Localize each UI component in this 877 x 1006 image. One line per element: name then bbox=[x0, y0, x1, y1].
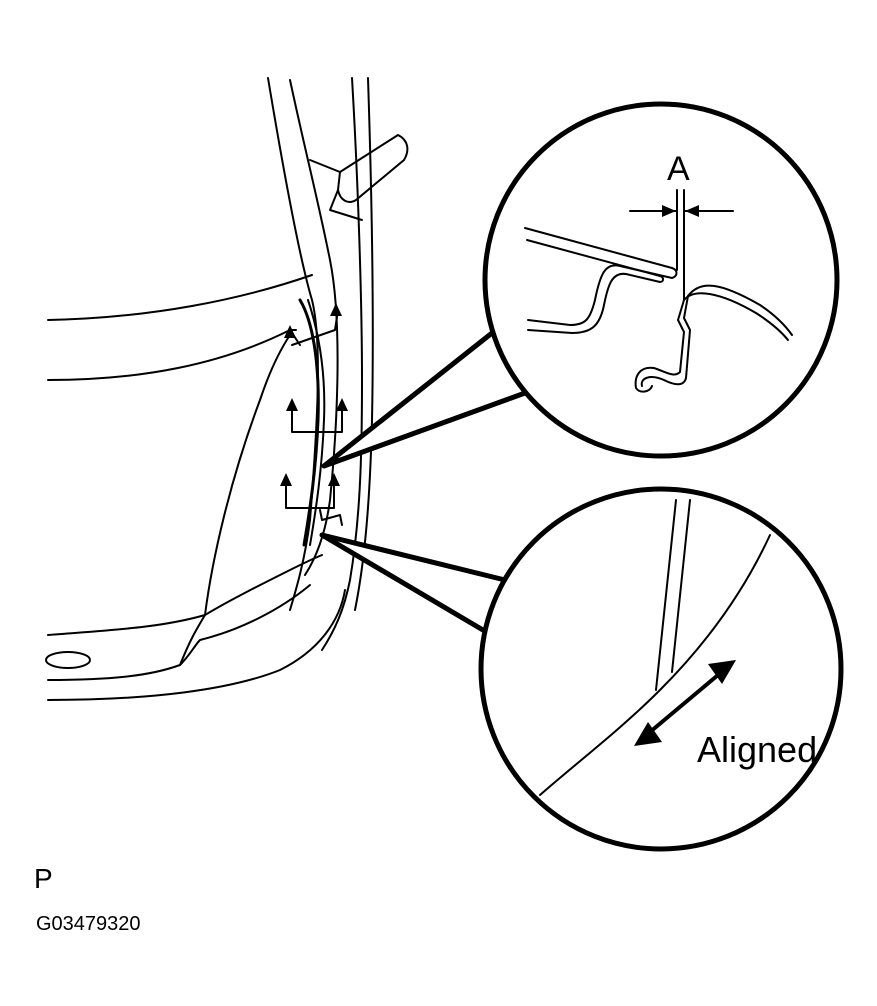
panel-hem-upper bbox=[524, 227, 678, 279]
tailgate-upper-line bbox=[47, 274, 313, 321]
callout-bottom-detail bbox=[539, 499, 771, 796]
arrowhead-lower-left bbox=[280, 473, 292, 486]
tailgate-lower-line bbox=[47, 329, 291, 381]
callout-bottom bbox=[319, 486, 844, 852]
aligned-double-arrow-shaft bbox=[648, 668, 726, 734]
callout-top bbox=[321, 101, 840, 469]
aligned-label: Aligned bbox=[697, 729, 817, 770]
pillar-rear-line bbox=[321, 77, 363, 651]
seal-edge-left bbox=[655, 499, 677, 691]
panel-hem-lower bbox=[526, 239, 664, 283]
figure-code: G03479320 bbox=[36, 913, 141, 935]
spoiler-block bbox=[337, 134, 409, 203]
bumper-mid-curve bbox=[47, 584, 311, 681]
reflector-oval bbox=[45, 651, 91, 669]
aligned-arrowhead-lower bbox=[634, 722, 662, 746]
panel-flange bbox=[527, 264, 621, 326]
callout-top-detail bbox=[524, 189, 793, 393]
body-curve-line bbox=[539, 534, 771, 796]
arrow-upper-bracket bbox=[291, 309, 339, 346]
pillar-inner-line bbox=[289, 79, 339, 576]
vehicle-body-drawing bbox=[45, 77, 409, 701]
arrow-lower-bracket bbox=[285, 484, 335, 509]
callout-top-circle bbox=[482, 101, 840, 459]
view-letter: P bbox=[34, 863, 53, 894]
bumper-corner-line bbox=[179, 614, 206, 666]
door-flange bbox=[640, 295, 691, 387]
weatherstrip-seal bbox=[298, 298, 320, 547]
arrowhead-lower-right bbox=[328, 473, 340, 486]
aligned-arrowhead-upper bbox=[708, 660, 736, 684]
seal-end-tab bbox=[319, 509, 343, 526]
gap-label-a: A bbox=[667, 150, 690, 188]
door-panel-outer bbox=[687, 284, 793, 336]
bumper-upper-curve bbox=[47, 554, 323, 636]
callout-bottom-circle bbox=[478, 486, 844, 852]
callout-bottom-leader bbox=[319, 532, 508, 636]
dimension-arrowhead-left bbox=[662, 205, 676, 217]
pillar-outer-line bbox=[267, 77, 319, 611]
arrowhead-upper-right bbox=[330, 303, 342, 316]
spoiler-edge bbox=[309, 159, 363, 221]
door-panel-inner bbox=[683, 292, 789, 341]
installation-arrows bbox=[280, 303, 348, 526]
seal-edge-right bbox=[671, 499, 691, 673]
weatherstrip-seal-inner bbox=[307, 299, 326, 546]
dimension-arrowhead-right bbox=[685, 205, 699, 217]
bumper-lower-curve bbox=[47, 589, 346, 701]
bumper-side-line bbox=[204, 334, 291, 616]
arrowhead-middle-right bbox=[336, 398, 348, 411]
callout-top-leader bbox=[321, 330, 528, 469]
panel-flange-inner bbox=[527, 272, 627, 334]
arrow-middle-bracket bbox=[291, 409, 343, 433]
door-flange-inner bbox=[634, 299, 685, 393]
arrowhead-middle-left bbox=[286, 398, 298, 411]
arrowhead-upper-left bbox=[284, 325, 296, 338]
